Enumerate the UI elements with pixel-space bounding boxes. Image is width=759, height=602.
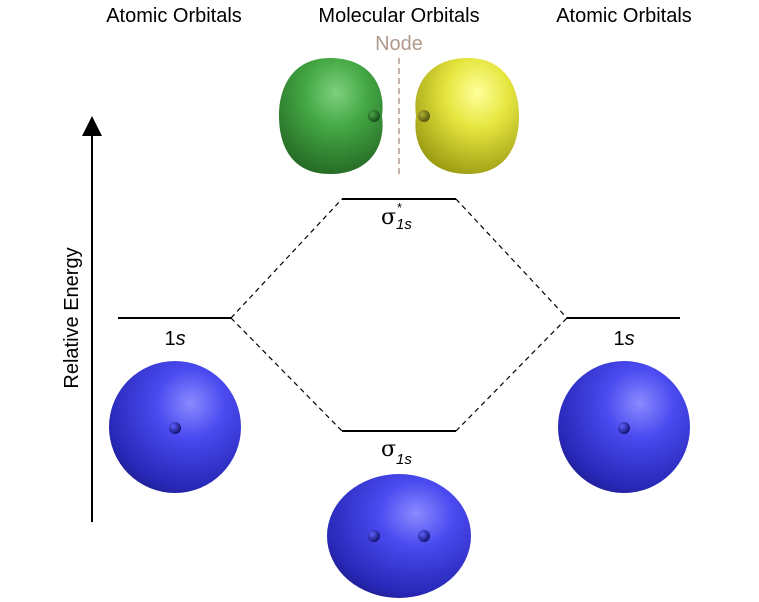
sigma-subscript: 1s <box>396 451 412 468</box>
antibonding-lobe-yellow <box>415 58 519 174</box>
s-orbital-left-nucleus <box>169 422 181 434</box>
header-atomic-orbitals-right: Atomic Orbitals <box>556 5 692 27</box>
label-sigma-star: σ 1s * <box>381 200 412 233</box>
header-molecular-orbitals: Molecular Orbitals <box>318 5 479 27</box>
header-atomic-orbitals-left: Atomic Orbitals <box>106 5 242 27</box>
node-label: Node <box>375 33 423 55</box>
sigma-star-subscript: 1s <box>396 216 412 233</box>
nucleus-right <box>418 110 430 122</box>
energy-axis-label: Relative Energy <box>61 247 83 388</box>
correlation-lines <box>230 198 568 432</box>
dash-right-down <box>455 317 568 432</box>
antibonding-lobe-green <box>279 58 383 174</box>
dash-left-down <box>230 317 343 432</box>
label-1s-left: 1s <box>164 328 185 350</box>
bonding-orbital-shape <box>327 474 471 598</box>
sigma-star-symbol: σ <box>381 205 396 230</box>
label-sigma: σ 1s <box>381 437 412 468</box>
bonding-orbital-image <box>327 474 471 598</box>
s-orbital-right-nucleus <box>618 422 630 434</box>
s-orbital-left <box>109 361 241 493</box>
s-orbital-right <box>558 361 690 493</box>
bonding-nucleus-left <box>368 530 380 542</box>
bonding-nucleus-right <box>418 530 430 542</box>
sigma-star-superscript: * <box>397 200 402 215</box>
dash-right-up <box>455 198 568 319</box>
nucleus-left <box>368 110 380 122</box>
antibonding-orbital-image <box>279 58 519 174</box>
dash-left-up <box>230 198 343 319</box>
label-1s-right: 1s <box>613 328 634 350</box>
sigma-symbol: σ <box>381 437 396 462</box>
